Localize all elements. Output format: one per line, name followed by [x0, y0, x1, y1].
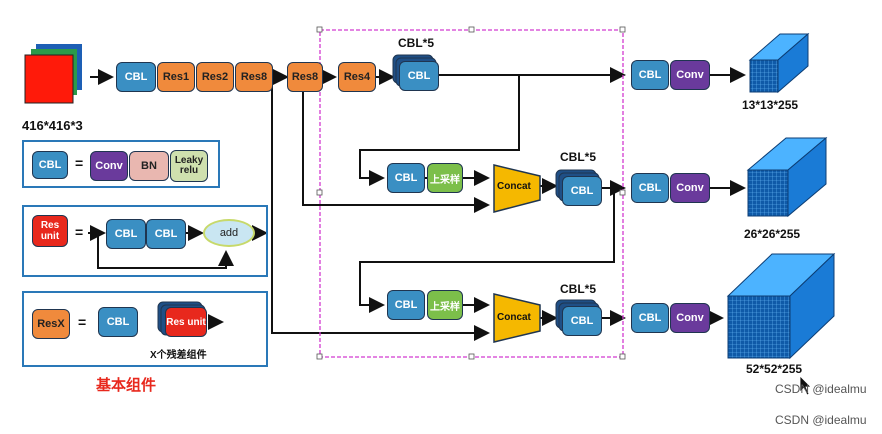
legend-title: 基本组件	[96, 377, 157, 394]
branch2-upsample[interactable]: 上采样	[427, 163, 463, 193]
watermark-csdn-2: CSDN @idealmu	[775, 413, 867, 427]
legend-add: add	[203, 219, 255, 247]
branch3-cbl[interactable]: CBL	[562, 306, 602, 336]
branch1-cbl[interactable]: CBL	[399, 61, 439, 91]
output-cube-26	[746, 136, 828, 218]
backbone-res2[interactable]: Res2	[196, 62, 234, 92]
legend-resx-resunit: Res unit	[165, 307, 207, 337]
input-size-label: 416*416*3	[22, 118, 83, 133]
branch1-title: CBL*5	[398, 36, 435, 50]
watermark-csdn-1: CSDN @idealmu	[775, 382, 867, 396]
input-image-icon	[24, 44, 82, 104]
backbone-res4[interactable]: Res4	[338, 62, 376, 92]
branch2-cbl[interactable]: CBL	[562, 176, 602, 206]
branch3-concat-label: Concat	[497, 312, 531, 323]
branch2-concat-label: Concat	[497, 181, 531, 192]
legend-leaky-relu: Leaky relu	[170, 150, 208, 182]
legend-resunit-cbl-2: CBL	[146, 219, 186, 249]
legend-equals-3: =	[78, 314, 87, 330]
legend-resx-cbl: CBL	[98, 307, 138, 337]
legend-equals-2: =	[75, 224, 84, 240]
head2-output-size: 26*26*255	[744, 227, 801, 241]
head3-output-size: 52*52*255	[746, 362, 803, 376]
backbone-res1[interactable]: Res1	[157, 62, 195, 92]
legend-resunit-panel	[22, 205, 268, 277]
legend-resunit: Res unit	[32, 215, 68, 247]
head2-conv[interactable]: Conv	[670, 173, 710, 203]
head3-cbl[interactable]: CBL	[631, 303, 669, 333]
legend-cbl-panel	[22, 140, 220, 188]
legend-bn: BN	[129, 151, 169, 181]
branch3-upsample-cbl[interactable]: CBL	[387, 290, 425, 320]
head1-conv[interactable]: Conv	[670, 60, 710, 90]
head3-conv[interactable]: Conv	[670, 303, 710, 333]
backbone-res8-1[interactable]: Res8	[235, 62, 273, 92]
cursor-icon	[799, 375, 812, 396]
output-cube-52	[726, 252, 836, 360]
legend-cbl: CBL	[32, 151, 68, 179]
branch3-title: CBL*5	[560, 282, 597, 296]
legend-equals-1: =	[75, 155, 84, 171]
concat-shape-2	[493, 164, 541, 213]
head1-cbl[interactable]: CBL	[631, 60, 669, 90]
output-cube-13	[748, 32, 810, 94]
concat-shape-3	[493, 293, 541, 343]
legend-resunit-cbl-1: CBL	[106, 219, 146, 249]
head1-output-size: 13*13*255	[742, 98, 799, 112]
legend-conv: Conv	[90, 151, 128, 181]
branch3-upsample[interactable]: 上采样	[427, 290, 463, 320]
legend-resx-panel	[22, 291, 268, 367]
legend-resx: ResX	[32, 309, 70, 339]
branch2-title: CBL*5	[560, 150, 597, 164]
backbone-res8-2[interactable]: Res8	[287, 62, 323, 92]
selection-frame[interactable]	[316, 26, 626, 360]
head2-cbl[interactable]: CBL	[631, 173, 669, 203]
branch2-upsample-cbl[interactable]: CBL	[387, 163, 425, 193]
legend-resx-caption: X个残差组件	[150, 350, 207, 361]
legend-connections	[88, 225, 268, 330]
backbone-cbl[interactable]: CBL	[116, 62, 156, 92]
